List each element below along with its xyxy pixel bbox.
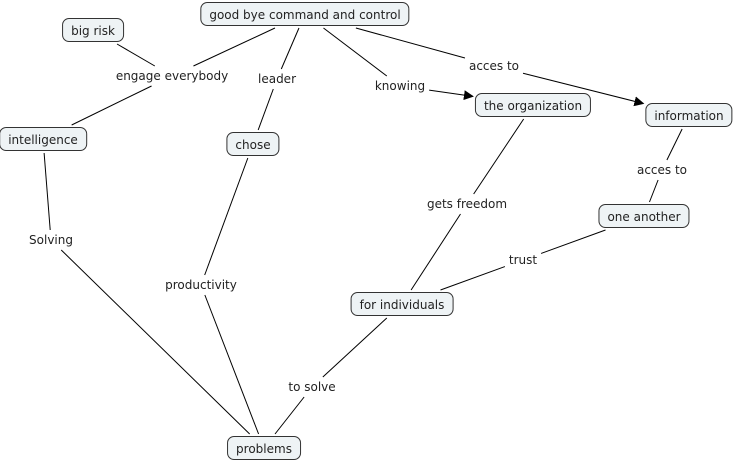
link-label-leader[interactable]: leader bbox=[255, 71, 299, 87]
concept-big-risk[interactable]: big risk bbox=[62, 18, 124, 42]
link-label-acces-to-information[interactable]: acces to bbox=[466, 58, 522, 74]
link-label-gets-freedom[interactable]: gets freedom bbox=[424, 196, 510, 212]
connection-line-n5-l7 bbox=[666, 128, 683, 161]
connection-line-n0-l3 bbox=[355, 27, 466, 59]
concept-information[interactable]: information bbox=[645, 103, 733, 127]
connection-line-n4-l6 bbox=[473, 118, 525, 195]
concept-problems[interactable]: problems bbox=[227, 436, 301, 460]
connection-line-n2-l4 bbox=[43, 152, 51, 231]
connection-line-l2-n4 bbox=[429, 89, 474, 101]
concept-good-bye-command-and-control[interactable]: good bye command and control bbox=[200, 2, 410, 26]
connection-line-n1-l0 bbox=[116, 43, 156, 67]
connection-line-n0-l2 bbox=[323, 27, 388, 77]
connection-line-l7-n6 bbox=[649, 179, 659, 203]
concept-intelligence[interactable]: intelligence bbox=[0, 127, 87, 151]
link-label-to-solve[interactable]: to solve bbox=[286, 379, 338, 395]
link-label-acces-to-one-another[interactable]: acces to bbox=[634, 162, 690, 178]
connection-line-l6-n7 bbox=[410, 213, 461, 291]
connection-line-l3-n5 bbox=[522, 72, 645, 107]
link-label-knowing[interactable]: knowing bbox=[372, 78, 428, 94]
link-label-trust[interactable]: trust bbox=[506, 252, 540, 268]
concept-chose[interactable]: chose bbox=[226, 132, 280, 156]
connection-line-n0-l0 bbox=[193, 27, 276, 67]
link-label-solving[interactable]: Solving bbox=[27, 232, 75, 248]
connection-line-l4-n8 bbox=[60, 249, 251, 435]
concept-the-organization[interactable]: the organization bbox=[474, 93, 592, 117]
connection-line-l8-n7 bbox=[440, 266, 506, 291]
connection-line-n3-l5 bbox=[204, 157, 249, 276]
connection-line-l9-n8 bbox=[274, 396, 305, 435]
connection-line-n0-l1 bbox=[280, 27, 300, 70]
concept-one-another[interactable]: one another bbox=[598, 204, 690, 228]
connection-line-n7-l9 bbox=[322, 317, 388, 378]
connection-line-l0-n2 bbox=[71, 85, 152, 126]
connection-line-l1-n3 bbox=[257, 88, 274, 131]
link-label-productivity[interactable]: productivity bbox=[163, 277, 239, 293]
link-label-engage-everybody[interactable]: engage everybody bbox=[113, 68, 231, 84]
connection-line-n6-l8 bbox=[540, 229, 606, 254]
connection-line-l5-n8 bbox=[204, 294, 260, 435]
concept-for-individuals[interactable]: for individuals bbox=[350, 292, 454, 316]
